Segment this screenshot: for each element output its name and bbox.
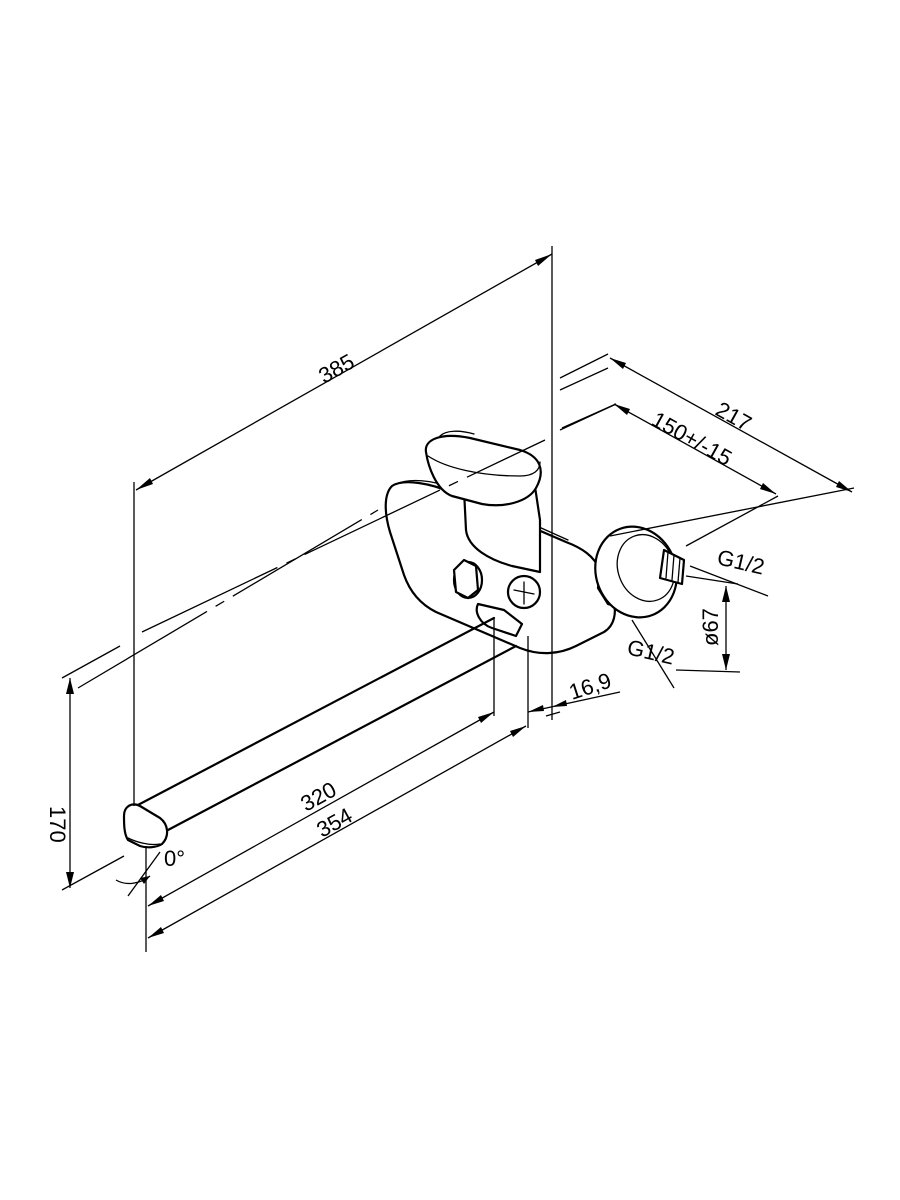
dim-354-arrow-start	[148, 927, 164, 938]
dim-170-arrow-bottom	[66, 872, 74, 888]
label-217: 217	[712, 397, 756, 437]
spout-upper-edge	[134, 616, 496, 808]
label-67: ø67	[698, 608, 723, 646]
dim-angle-leader	[127, 851, 161, 897]
dim-217-arrow-end	[836, 481, 852, 492]
spout-tip	[122, 803, 169, 849]
axis-upper	[141, 439, 546, 633]
dim-320-arrow-start	[148, 895, 164, 906]
ext-170-top	[61, 645, 121, 679]
faucet-body	[384, 430, 616, 655]
axis-outlet	[559, 367, 609, 391]
diverter-knob	[452, 558, 480, 600]
dim-169-arrow-left	[528, 705, 544, 712]
dimension-lines	[66, 253, 853, 939]
ext-g12-right	[689, 565, 769, 597]
dim-angle-arrow	[140, 876, 150, 884]
dim-385-arrow-end	[535, 254, 552, 266]
dim-217-line	[609, 357, 853, 493]
dim-217-arrow-start	[610, 358, 626, 369]
mixer-body-outline	[384, 481, 616, 655]
label-385: 385	[314, 349, 358, 389]
dim-169-arrow-right	[552, 700, 567, 707]
label-g12-outlet: G1/2	[715, 545, 767, 580]
dim-150-arrow-start	[614, 404, 630, 415]
dim-354-line	[147, 725, 527, 939]
ext-150-lower	[685, 495, 779, 547]
ext-flange-bottom	[675, 669, 741, 673]
ext-150-upper	[559, 403, 617, 431]
lever-handle	[424, 434, 542, 507]
dim-320-line	[147, 711, 495, 907]
label-g12-inlet: G1/2	[625, 635, 677, 670]
ext-g12-left	[631, 619, 675, 689]
dim-67-arrow-bottom	[722, 654, 730, 670]
extension-lines	[61, 246, 855, 952]
label-169: 16,9	[566, 668, 614, 705]
dim-150-arrow-end	[760, 483, 776, 494]
dim-354-arrow-end	[510, 726, 526, 737]
dim-67-arrow-top	[722, 586, 730, 602]
lever-handle-top	[427, 455, 541, 477]
axis-lower	[77, 509, 379, 689]
label-angle: 0°	[164, 846, 185, 871]
dim-385-arrow-start	[136, 478, 153, 490]
dim-385-line	[135, 253, 553, 491]
ext-flange-top	[685, 575, 739, 585]
dim-170-arrow-top	[66, 678, 74, 694]
ext-flange-right	[545, 711, 561, 717]
ext-170-bottom	[61, 855, 125, 891]
shower-outlet-cross	[513, 581, 535, 605]
label-170: 170	[45, 806, 70, 843]
wall-connector	[594, 525, 686, 619]
ext-217-line	[609, 487, 855, 537]
spout-tip-outlet	[127, 837, 161, 846]
spout-lower-edge	[166, 644, 518, 832]
dim-320-arrow-end	[478, 712, 494, 723]
lever-handle-base	[439, 430, 475, 437]
ext-217-upper	[559, 353, 609, 379]
thread-marks	[665, 551, 681, 583]
dim-150-line	[613, 403, 777, 495]
